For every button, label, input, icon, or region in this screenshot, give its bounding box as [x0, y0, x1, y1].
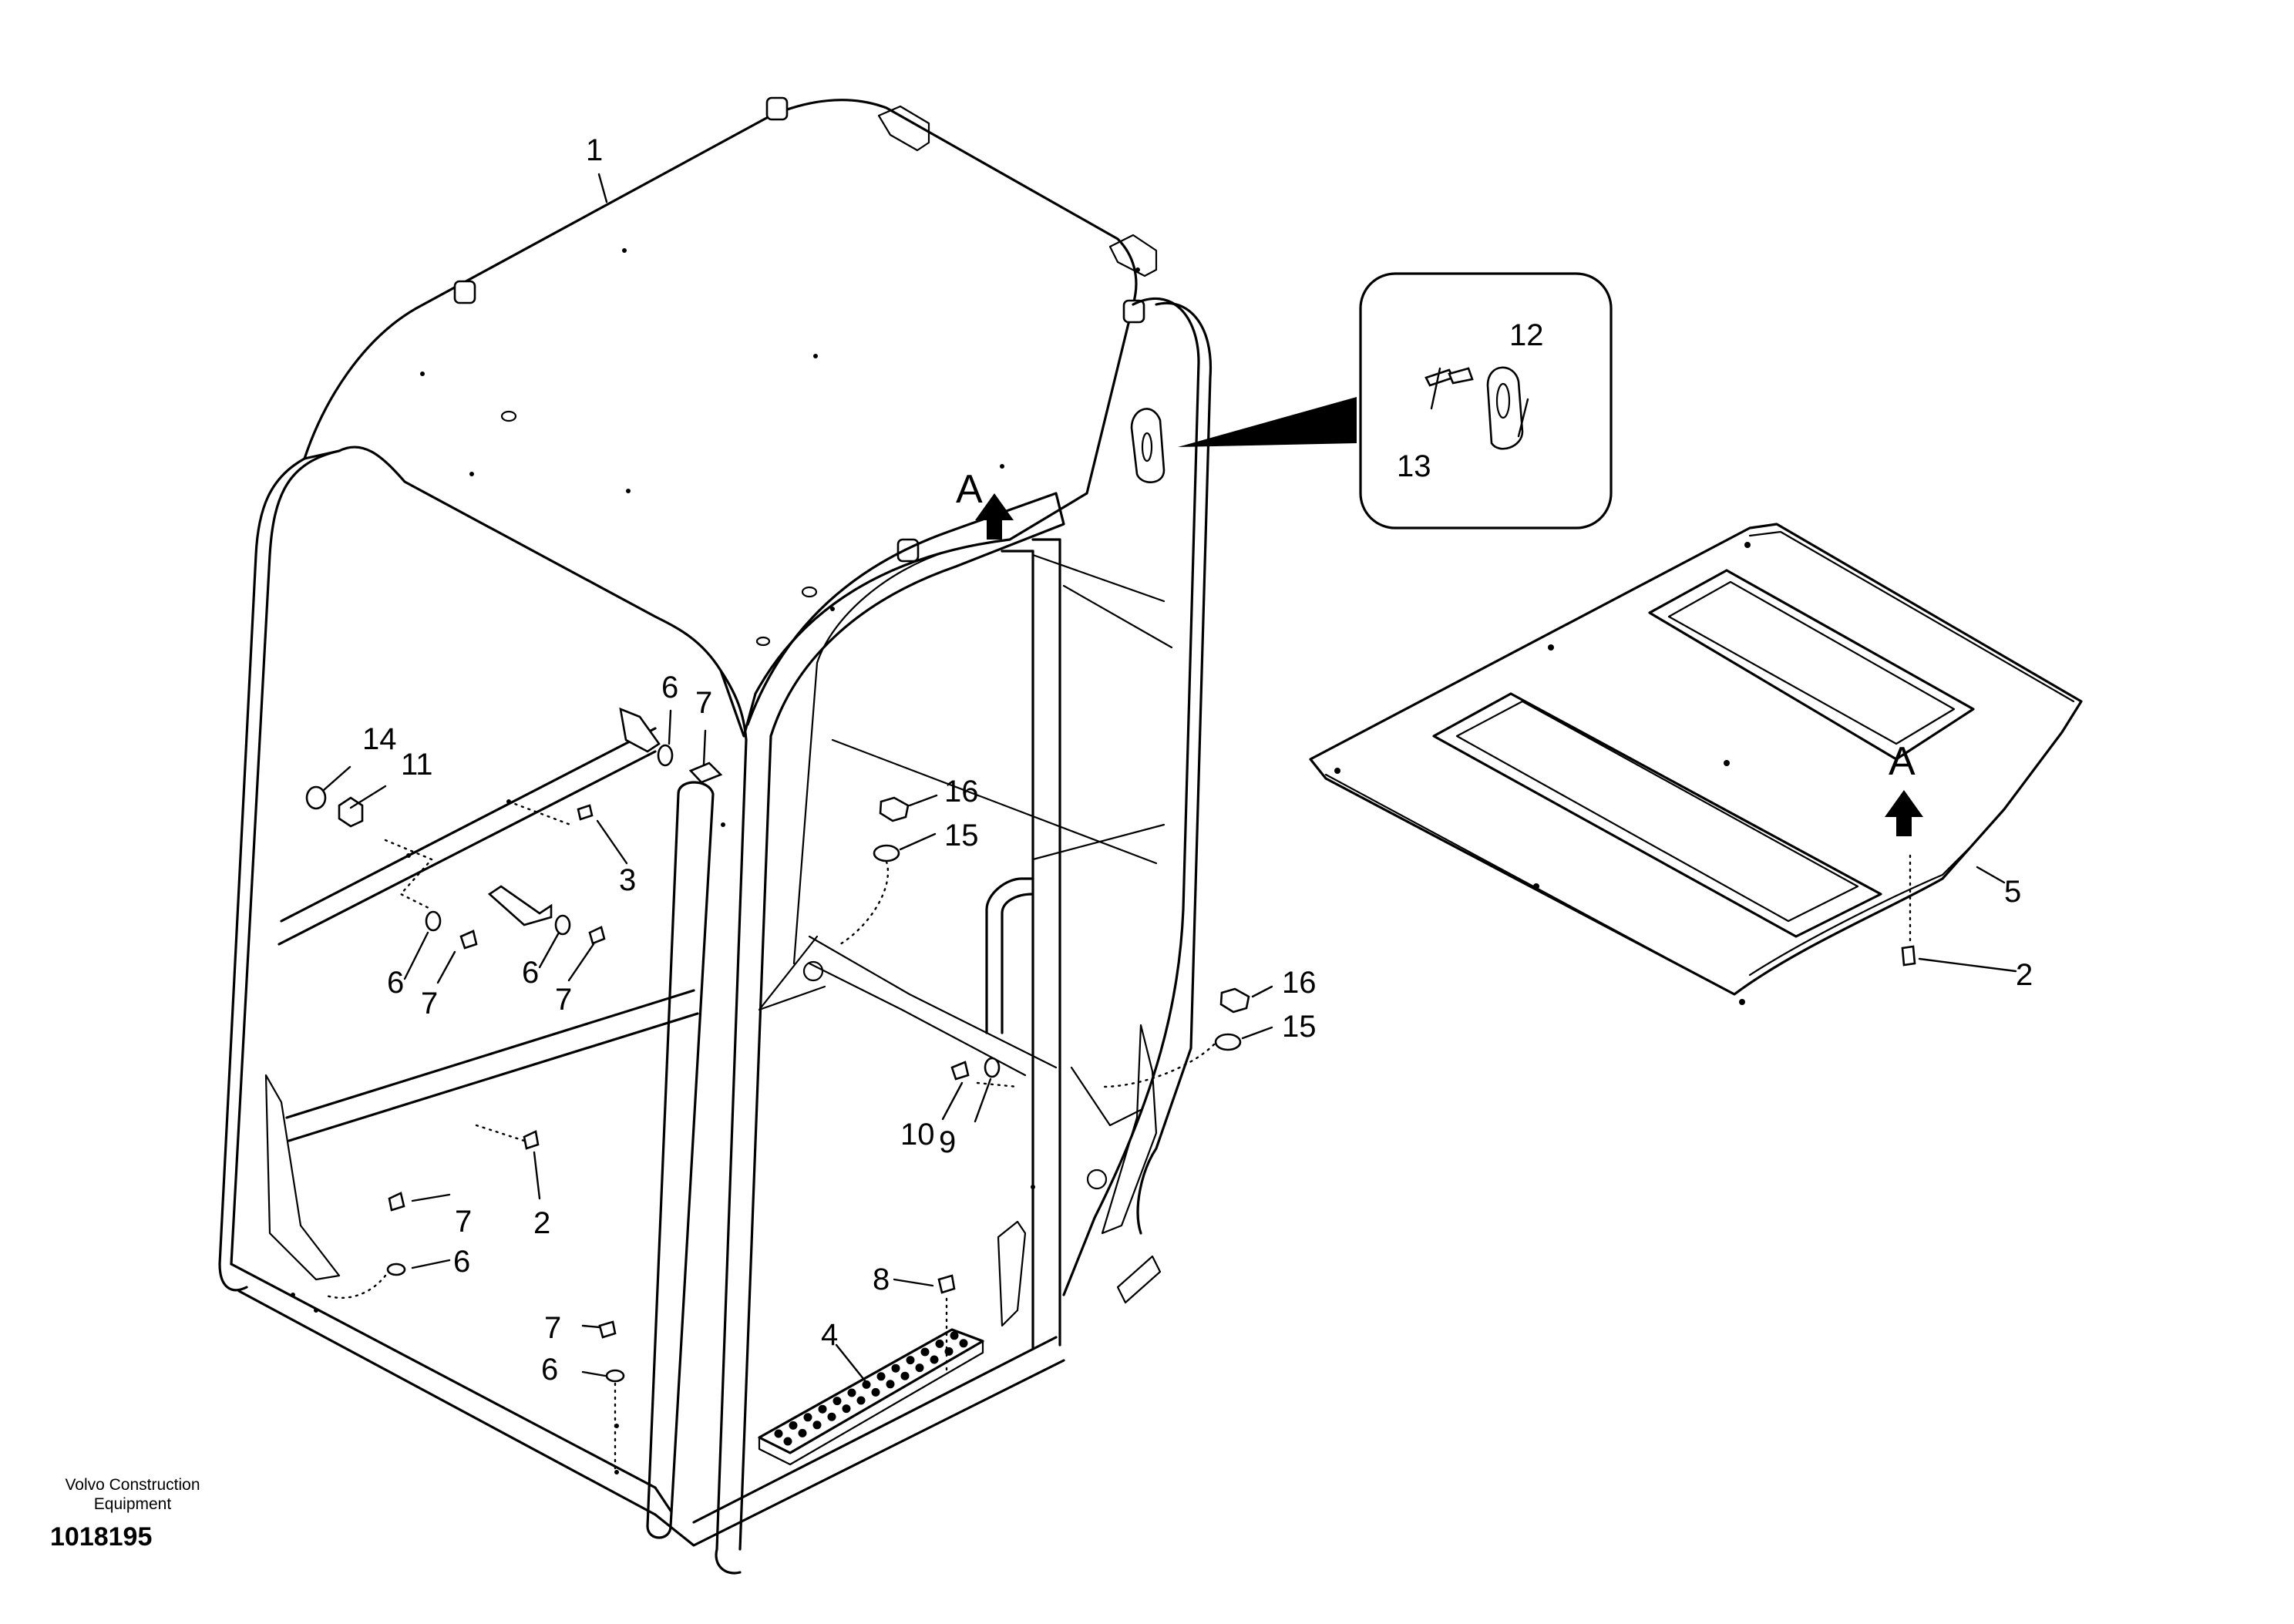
- callout-6-d: 6: [453, 1245, 470, 1279]
- step-hole: [812, 1421, 822, 1430]
- leader-lines: [322, 173, 2017, 1474]
- callout-4: 4: [821, 1318, 838, 1352]
- callout-2-cab: 2: [533, 1206, 550, 1240]
- step-hole: [842, 1404, 851, 1414]
- step-hole: [959, 1339, 968, 1348]
- callout-labels: 1 2 2 3 4 5 6 6 6 6 6 7 7 7 7 7 8 9 10 1…: [362, 133, 2033, 1387]
- callout-2-roof: 2: [2016, 958, 2033, 992]
- view-arrow-roof: [1885, 790, 1923, 836]
- step-hole: [789, 1421, 798, 1430]
- step-hole: [920, 1347, 930, 1357]
- step-hole: [915, 1363, 924, 1373]
- detail-inset: [1130, 272, 1613, 530]
- step-hole: [847, 1388, 856, 1397]
- callout-15-a: 15: [944, 819, 979, 852]
- callout-5: 5: [2004, 875, 2021, 909]
- view-arrow-cab: [975, 493, 1014, 540]
- callout-6-e: 6: [541, 1353, 558, 1387]
- callout-3: 3: [619, 863, 636, 897]
- step-hole: [774, 1429, 783, 1438]
- callout-6-c: 6: [522, 956, 539, 990]
- step-hole: [871, 1387, 880, 1397]
- step-hole: [783, 1437, 792, 1446]
- callout-15-b: 15: [1282, 1010, 1317, 1044]
- step-hole: [856, 1396, 866, 1405]
- callout-9: 9: [939, 1125, 956, 1159]
- step-hole: [935, 1339, 944, 1348]
- roof-panel: [1309, 523, 2083, 1005]
- step-hole: [950, 1331, 959, 1340]
- callout-16-b: 16: [1282, 966, 1317, 1000]
- step-hole: [818, 1404, 827, 1414]
- maker-line-1: Volvo Construction: [65, 1476, 200, 1494]
- callout-6-a: 6: [661, 671, 678, 704]
- step-hole: [906, 1356, 915, 1365]
- cab-frame: [218, 96, 1213, 1575]
- callout-7-d: 7: [455, 1205, 472, 1239]
- callout-12: 12: [1509, 318, 1544, 352]
- callout-6-b: 6: [387, 966, 404, 1000]
- callout-8: 8: [873, 1263, 890, 1296]
- callout-7-a: 7: [695, 686, 712, 720]
- step-hole: [827, 1412, 836, 1421]
- document-number: 1018195: [50, 1522, 152, 1552]
- step-hole: [900, 1371, 910, 1380]
- step-hole: [803, 1413, 812, 1422]
- callout-10: 10: [900, 1118, 935, 1152]
- step-hole: [886, 1380, 895, 1389]
- view-label-a-cab: A: [956, 467, 983, 512]
- step-hole: [832, 1397, 842, 1406]
- step-hole: [876, 1372, 886, 1381]
- view-label-a-roof: A: [1889, 739, 1916, 784]
- callout-7-e: 7: [544, 1311, 561, 1345]
- step-hole: [930, 1355, 939, 1364]
- step-hole: [798, 1428, 807, 1437]
- maker-line-2: Equipment: [94, 1495, 172, 1513]
- callout-13: 13: [1397, 449, 1431, 483]
- callout-7-b: 7: [421, 987, 438, 1020]
- step-hole: [862, 1380, 871, 1389]
- callout-11: 11: [401, 748, 433, 782]
- step-hole: [891, 1363, 900, 1373]
- hardware: [305, 707, 1916, 1466]
- footer: Volvo Construction Equipment 1018195: [50, 1476, 200, 1552]
- callout-7-c: 7: [555, 983, 572, 1017]
- callout-1: 1: [586, 133, 603, 167]
- callout-16-a: 16: [944, 775, 979, 809]
- callout-14: 14: [362, 722, 397, 756]
